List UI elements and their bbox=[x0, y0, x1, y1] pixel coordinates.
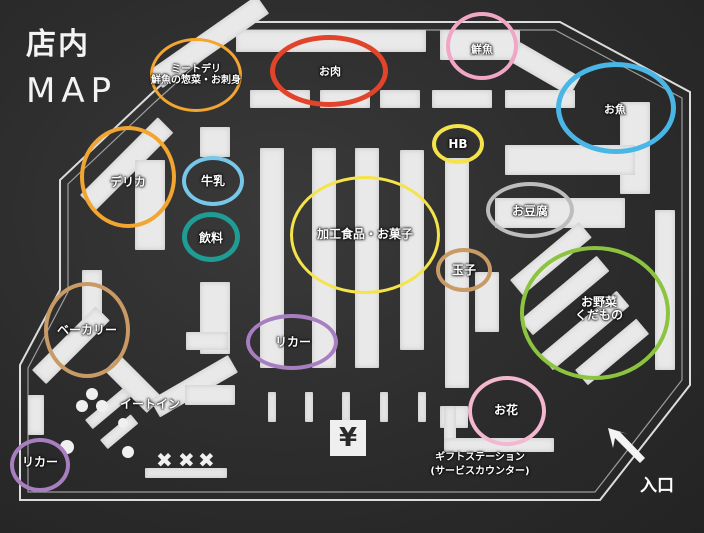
x-mark-1: ✖ bbox=[156, 448, 173, 472]
label-flowers: お花 bbox=[493, 403, 518, 417]
ring-meat bbox=[270, 35, 388, 107]
label-meat: お肉 bbox=[319, 65, 341, 78]
checkout-lane-2 bbox=[305, 392, 313, 422]
label-fish: お魚 bbox=[604, 103, 626, 116]
seat bbox=[76, 400, 88, 412]
ring-flowers bbox=[468, 376, 546, 446]
ring-tofu bbox=[486, 182, 574, 238]
entrance-arrow bbox=[608, 428, 645, 463]
label-service-counter: (サービスカウンター) bbox=[430, 466, 530, 477]
label-milk: 牛乳 bbox=[200, 174, 225, 188]
seat bbox=[86, 388, 98, 400]
register-yen-icon: ¥ bbox=[330, 420, 366, 456]
label-processed-food: 加工食品・お菓子 bbox=[316, 227, 413, 241]
checkout-lane-3 bbox=[342, 392, 350, 422]
checkout-lane-5 bbox=[418, 392, 426, 422]
ring-deli bbox=[80, 126, 176, 228]
ring-fresh-fish bbox=[446, 12, 518, 80]
ring-liquor-center bbox=[246, 314, 338, 370]
checkout-lane-4 bbox=[380, 392, 388, 422]
shelf-meat-4 bbox=[432, 90, 492, 108]
label-entrance: 入口 bbox=[640, 476, 674, 496]
label-liquor-center: リカー bbox=[274, 335, 311, 349]
label-eggs: 玉子 bbox=[451, 263, 476, 277]
aisle-left-block bbox=[186, 332, 228, 350]
seat bbox=[96, 400, 108, 412]
shelf-meat-3 bbox=[380, 90, 420, 108]
label-hb: HB bbox=[448, 137, 468, 151]
shelf-center-bottom2 bbox=[185, 385, 235, 405]
checkout-lane-1 bbox=[268, 392, 276, 422]
x-mark-3: ✖ bbox=[198, 448, 215, 472]
label-tofu: お豆腐 bbox=[511, 204, 548, 218]
ring-bakery bbox=[44, 282, 130, 378]
x-mark-2: ✖ bbox=[178, 448, 195, 472]
label-bakery: ベーカリー bbox=[56, 323, 117, 337]
label-deli: デリカ bbox=[109, 175, 146, 189]
label-drinks: 飲料 bbox=[198, 231, 223, 245]
label-liquor-corner: リカー bbox=[21, 455, 58, 469]
map-title-line2: MAP bbox=[26, 71, 118, 111]
map-title-line1: 店内 bbox=[26, 27, 90, 62]
label-gift-station: ギフトステーション bbox=[435, 452, 525, 463]
label-eat-in: イートイン bbox=[119, 397, 180, 411]
seat bbox=[122, 446, 134, 458]
ring-processed-food bbox=[290, 176, 440, 294]
shelf-left-bottom bbox=[28, 395, 44, 435]
ring-meat-deli bbox=[150, 38, 242, 112]
ring-produce bbox=[520, 246, 670, 380]
shelf-fish-left bbox=[200, 127, 230, 157]
ring-fish bbox=[556, 62, 676, 154]
ring-hb bbox=[432, 124, 484, 164]
label-produce: お野菜 くだもの bbox=[574, 295, 623, 323]
ring-milk bbox=[182, 156, 244, 206]
ring-liquor-corner bbox=[10, 438, 70, 492]
counter-bottom-strip bbox=[145, 468, 227, 478]
label-fresh-fish: 鮮魚 bbox=[471, 43, 493, 56]
ring-eggs bbox=[436, 248, 492, 292]
ring-drinks bbox=[182, 212, 240, 262]
seat bbox=[118, 418, 128, 428]
label-meat-deli: ミートデリ 鮮魚の惣菜・お刺身 bbox=[151, 64, 241, 86]
